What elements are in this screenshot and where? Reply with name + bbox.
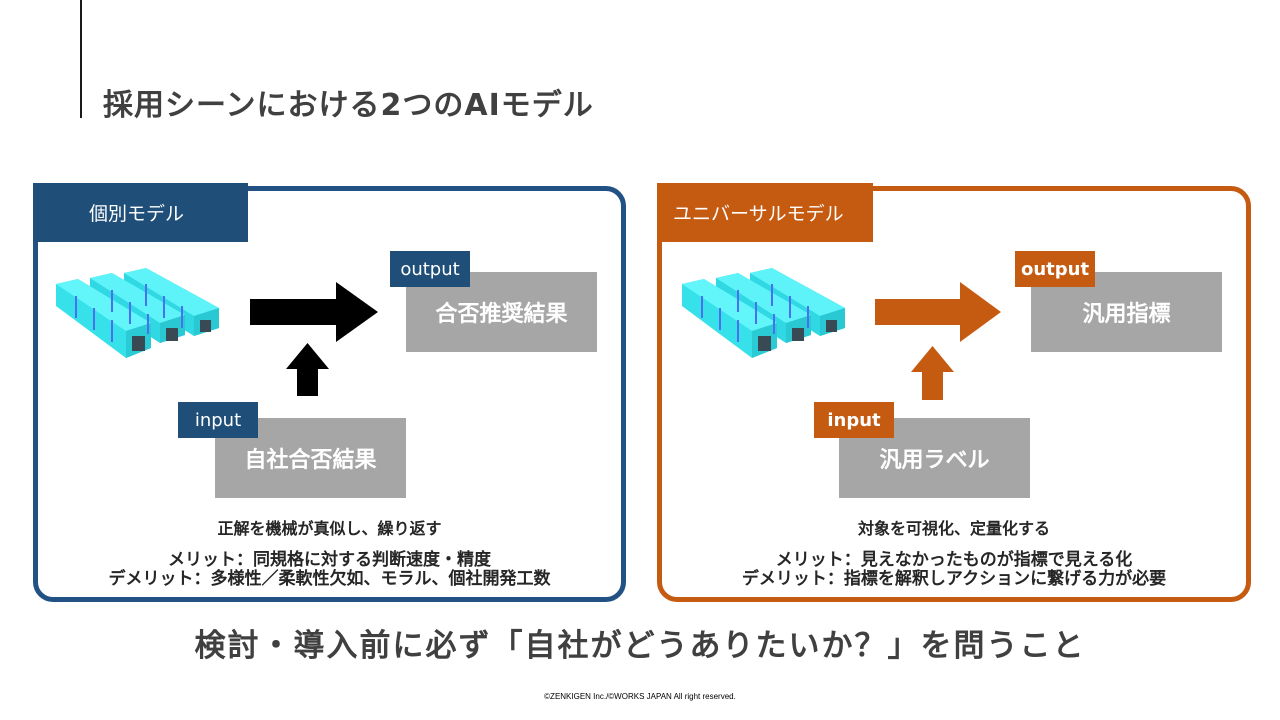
individual-model-panel [33,186,626,602]
demerit-text: デメリット：多様性／柔軟性欠如、モラル、個社開発工数 [108,569,551,589]
right-arrow-icon [250,282,378,342]
merit-text: メリット：同規格に対する判断速度・精度 [168,550,491,570]
conclusion-text: 検討・導入前に必ず「自社がどうありたいか？」を問うこと [194,628,1086,664]
model-description: 対象を可視化、定量化する [857,519,1050,538]
model-description: 正解を機械が真似し、繰り返す [217,519,442,538]
output-tag: output [390,251,470,287]
input-tag: input [178,402,258,438]
slide-title: 採用シーンにおける2つのAIモデル [103,88,594,123]
title-accent-line [80,0,82,118]
output-tag: output [1015,251,1095,287]
right-arrow-icon [875,282,1001,342]
merit-text: メリット：見えなかったものが指標で見える化 [775,550,1133,570]
universal-model-header: ユニバーサルモデル [657,183,873,242]
up-arrow-icon [286,343,329,396]
up-arrow-icon [911,346,954,400]
individual-model-header: 個別モデル [33,183,248,242]
server-rack-icon [680,268,850,366]
server-rack-icon [54,268,224,366]
demerit-text: デメリット：指標を解釈しアクションに繋げる力が必要 [741,569,1167,589]
copyright-notice: ©ZENKIGEN Inc./©WORKS JAPAN All right re… [544,692,736,701]
universal-model-panel [657,186,1251,602]
input-tag: input [814,402,894,438]
